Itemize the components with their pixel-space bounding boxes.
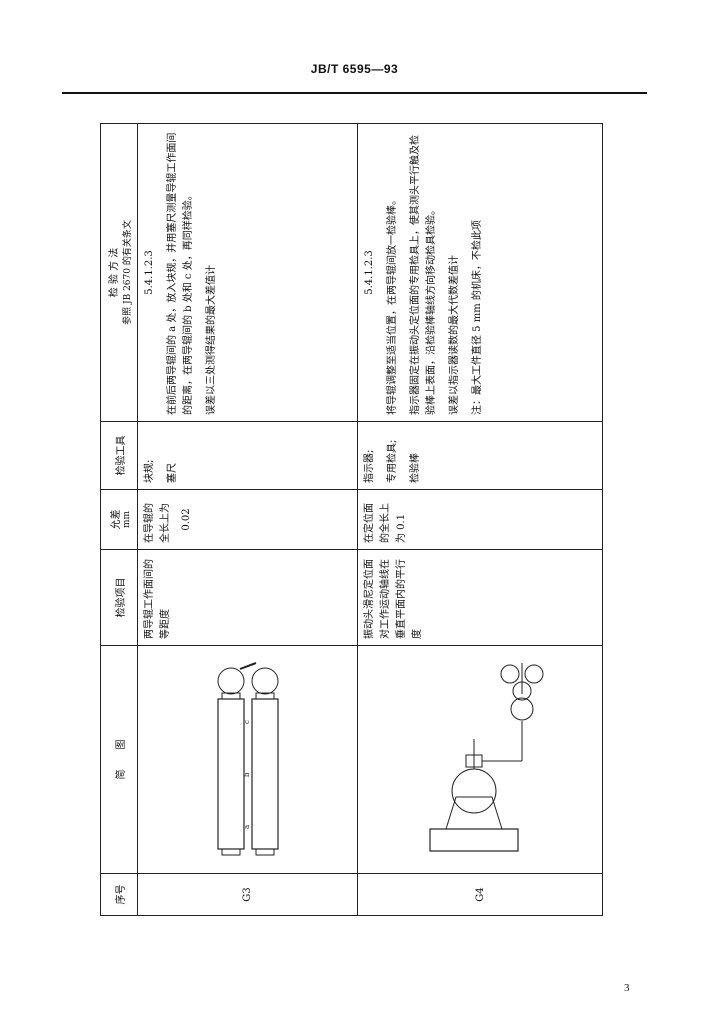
row-g3-method-step: 误差以三处测得结果的最大差值计 [206, 265, 217, 415]
row-g3-item-text: 两导辊工作面间的等距度 [144, 559, 171, 639]
table-header-row: 序号 简 图 检验项目 允差 mm 检验工具 检 验 方 法 参照 JB 267… [100, 123, 138, 916]
row-g4-tool: 检验棒 [410, 453, 421, 483]
header-tolerance: 允差 mm [100, 489, 138, 550]
document-code: JB/T 6595—93 [310, 62, 399, 76]
row-g4-no: G4 [357, 873, 603, 916]
row-g3-tool: 块规; [144, 459, 155, 483]
row-g4-tool: 专用检具; [387, 439, 398, 483]
row-g3-item: 两导辊工作面间的等距度 [137, 549, 358, 646]
row-g3-tolerance-text: 在导辊的全长上为 [144, 503, 171, 543]
header-tools: 检验工具 [100, 421, 138, 490]
page-number: 3 [624, 982, 630, 994]
row-g4-method-step: 误差以指示器读数的最大代数差值计 [449, 255, 460, 415]
svg-text:b: b [243, 773, 251, 778]
row-g4-item-text: 振动头滑尼定位面对工作运动轴线在垂直平面内的平行度 [364, 559, 423, 639]
header-diagram: 简 图 [100, 645, 138, 874]
inspection-table: 序号 简 图 检验项目 允差 mm 检验工具 检 验 方 法 参照 JB 267… [100, 123, 603, 916]
vibration-head-indicator-diagram [429, 663, 544, 853]
row-g3-tools: 块规; 塞尺 [137, 421, 358, 490]
two-guide-rollers-diagram: a b c [216, 662, 279, 856]
row-g3-diagram: a b c [137, 645, 358, 874]
row-g3-method-step: 在前后两导辊间的 a 处，放入块规，并用塞尺测量导辊工作面间的距离，在两导辊间的… [167, 132, 194, 415]
row-g4-method-note: 注：最大工件直径 5 mm 的机床，不检此项 [472, 220, 483, 415]
header-tolerance-unit: mm [121, 510, 132, 529]
header-method-label: 检 验 方 法 [109, 247, 120, 298]
row-g4-tool: 指示器; [364, 449, 375, 483]
row-g4-method-ref: 5.4.1.2.3 [364, 250, 375, 295]
row-g3-tolerance-value: 0.02 [181, 508, 192, 531]
inspection-table-rotated: 序号 简 图 检验项目 允差 mm 检验工具 检 验 方 法 参照 JB 267… [100, 123, 603, 916]
row-g4-method-step: 指示器固定在振动头定位面的专用检具上，使其测头平行触及检验棒上表面，沿检验棒轴线… [410, 135, 437, 415]
row-g3-method-ref: 5.4.1.2.3 [144, 250, 155, 295]
table-row-g3: G3 a b c [137, 123, 358, 916]
header-item: 检验项目 [100, 549, 138, 646]
table-row-g4: G4 [357, 123, 603, 916]
row-g3-no: G3 [137, 873, 358, 916]
row-g4-tolerance-text: 在定位面的全长上为 0.1 [364, 503, 407, 543]
inspection-table-wrapper: 序号 简 图 检验项目 允差 mm 检验工具 检 验 方 法 参照 JB 267… [100, 123, 603, 916]
row-g4-item: 振动头滑尼定位面对工作运动轴线在垂直平面内的平行度 [357, 549, 603, 646]
svg-text:c: c [243, 721, 251, 725]
row-g3-method: 5.4.1.2.3 在前后两导辊间的 a 处，放入块规，并用塞尺测量导辊工作面间… [137, 123, 358, 422]
header-method-ref: 参照 JB 2670 的有关条文 [123, 220, 133, 325]
header-no: 序号 [100, 873, 138, 916]
header-method: 检 验 方 法 参照 JB 2670 的有关条文 [100, 123, 138, 422]
row-g3-tolerance: 在导辊的全长上为 0.02 [137, 489, 358, 550]
header-rule [62, 92, 647, 94]
row-g4-tools: 指示器; 专用检具; 检验棒 [357, 421, 603, 490]
row-g4-diagram [357, 645, 603, 874]
header-tolerance-label: 允差 [110, 509, 122, 530]
row-g3-tool: 塞尺 [167, 463, 178, 483]
row-g4-tolerance: 在定位面的全长上为 0.1 [357, 489, 603, 550]
row-g4-method-step: 将导辊调整至适当位置，在两导辊间放一检验棒。 [387, 195, 398, 415]
svg-text:a: a [243, 825, 251, 829]
row-g4-method: 5.4.1.2.3 将导辊调整至适当位置，在两导辊间放一检验棒。 指示器固定在振… [357, 123, 603, 422]
